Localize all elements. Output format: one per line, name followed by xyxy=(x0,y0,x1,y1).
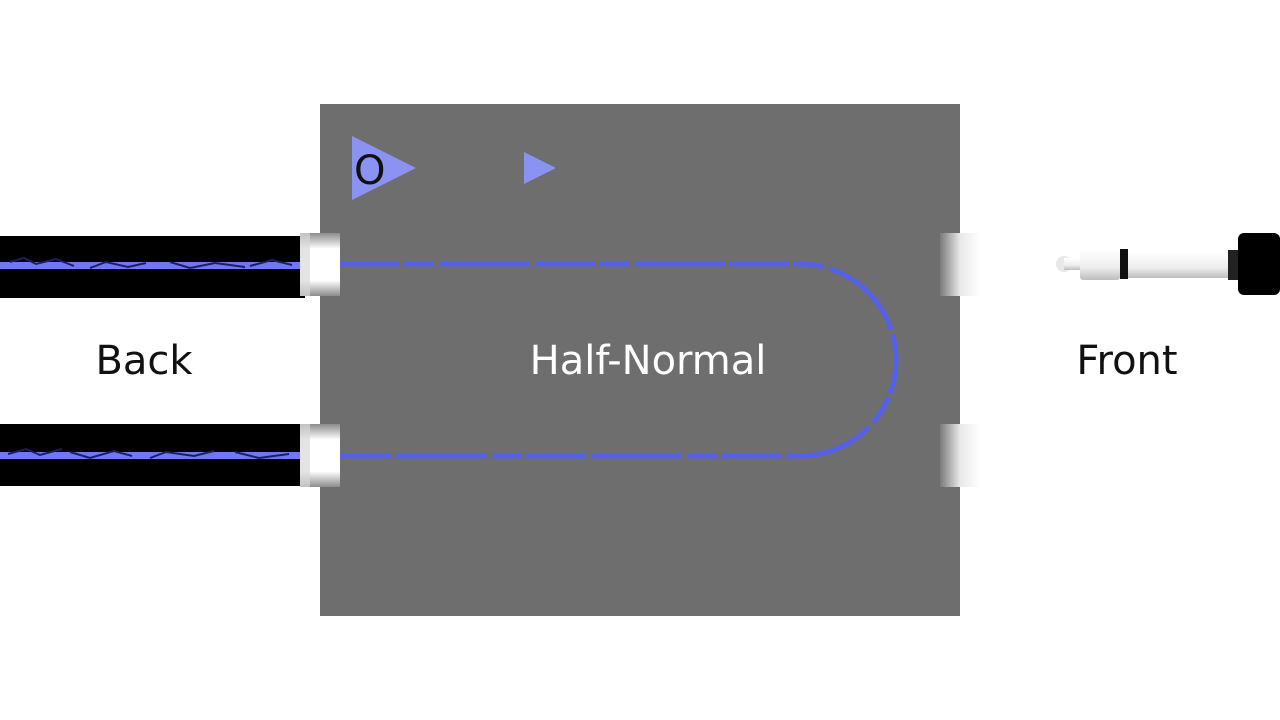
indicator-letter: O xyxy=(354,148,385,194)
patch-panel xyxy=(320,104,960,616)
play-triangle-icon xyxy=(524,152,556,184)
mode-label: Half-Normal xyxy=(530,338,767,384)
back-cable-bottom xyxy=(0,424,305,486)
back-cable-top xyxy=(0,236,305,298)
phone-plug-icon[interactable] xyxy=(1056,233,1280,295)
play-triangle-icon xyxy=(352,136,416,200)
front-label: Front xyxy=(1076,338,1177,384)
front-jack-bottom[interactable] xyxy=(940,424,980,487)
front-jack-top[interactable] xyxy=(940,233,980,296)
back-label: Back xyxy=(95,338,193,384)
normal-signal-path xyxy=(340,261,899,459)
signal-indicator-large: O xyxy=(352,136,416,200)
